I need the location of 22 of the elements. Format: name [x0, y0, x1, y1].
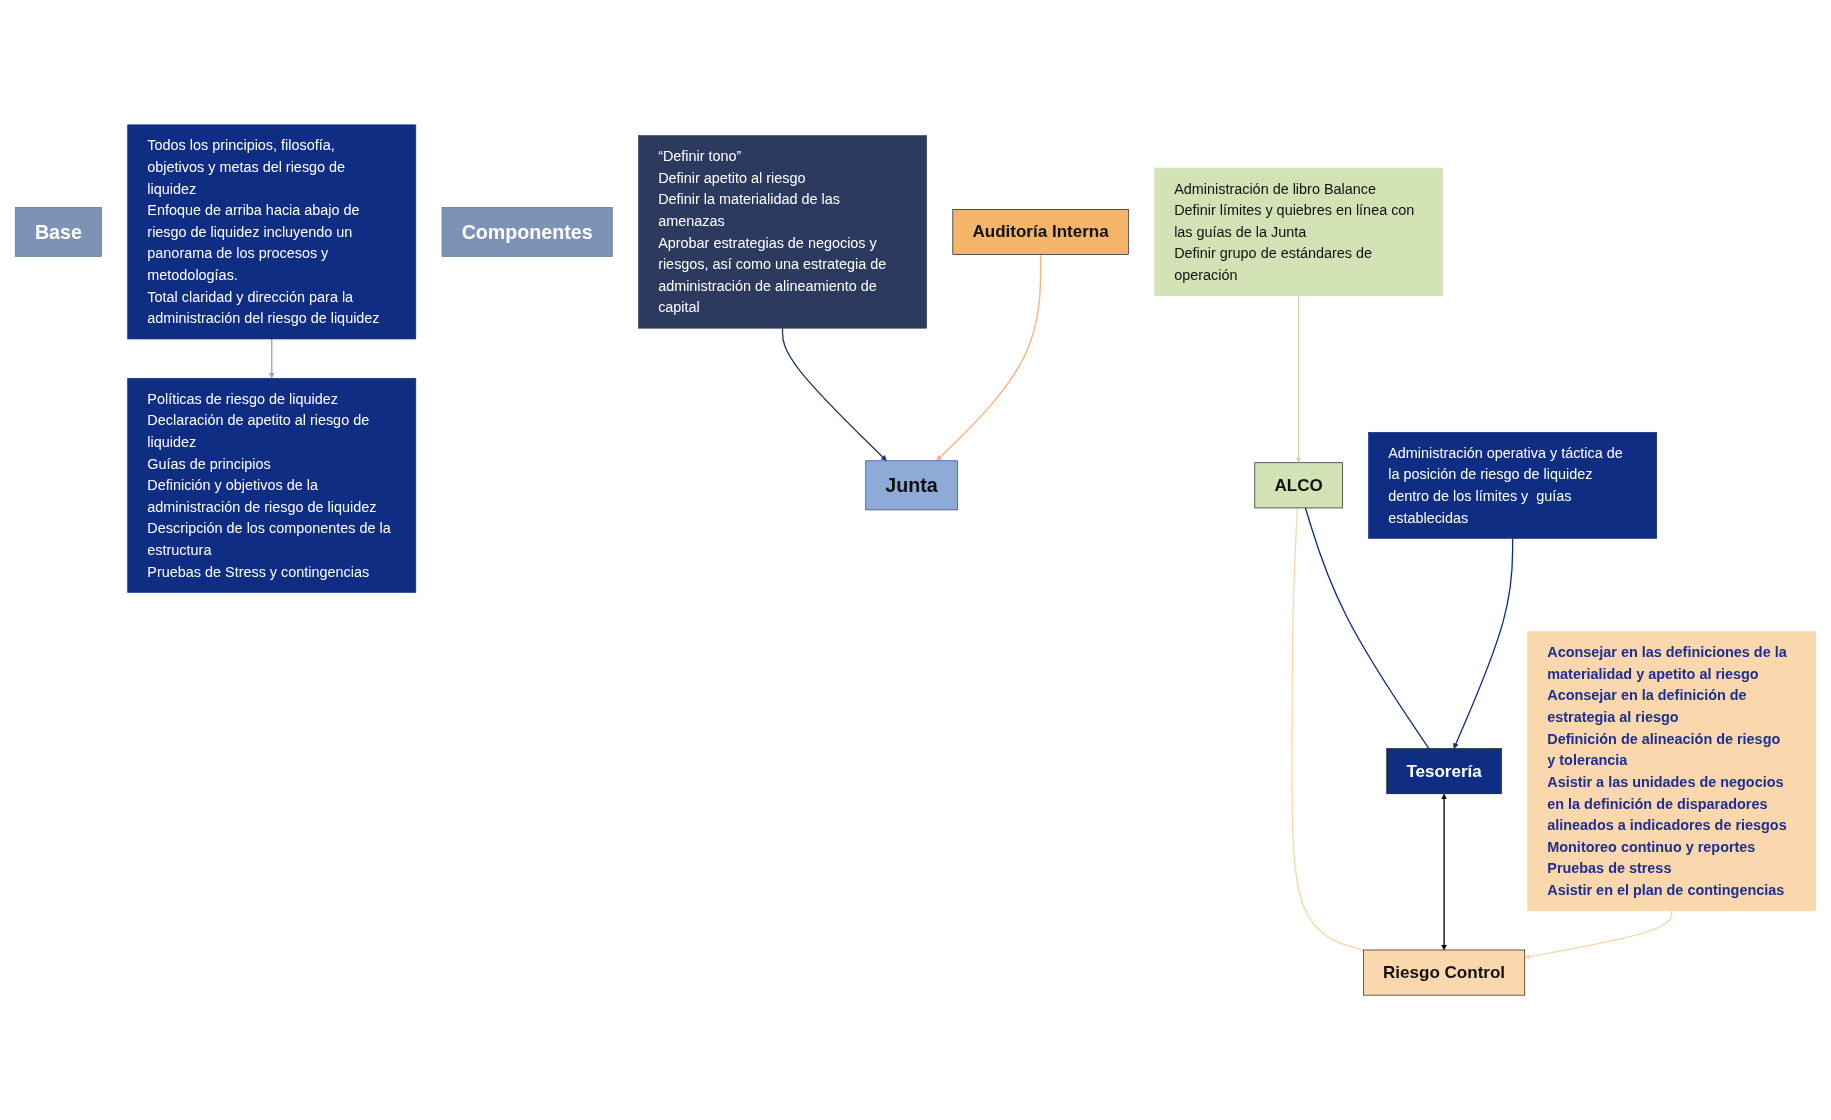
arrow [268, 338, 275, 379]
arrow [1524, 910, 1673, 960]
connector [1291, 507, 1365, 951]
node-box: Componentes [441, 207, 613, 257]
node-box: Todos los principios, filosofía, objetivos y metas del riesgo de liquidez Enfoque de arriba hacia abajo de riesgo de liquidez incluyendo un panorama de los procesos y metodologías. Total claridad y dirección para la administración del riesgo de liquidez [127, 124, 417, 340]
node-box: Administración operativa y táctica de la posición de riesgo de liquidez dentro de los límites y guías establecidas [1368, 431, 1657, 539]
arrow [1295, 295, 1302, 463]
node-box: ALCO [1254, 462, 1343, 509]
arrow [781, 327, 887, 462]
node-box: Base [14, 207, 102, 257]
arrow [936, 253, 1042, 462]
node-box: Administración de libro Balance Definir límites y quiebres en línea con las guías de la Junta Definir grupo de estándares de operación [1154, 167, 1443, 297]
node-box: Riesgo Control [1363, 949, 1526, 996]
connector [1304, 507, 1430, 750]
node-box: Aconsejar en las definiciones de la materialidad y apetito al riesgo Aconsejar en la definición de estrategia al riesgo Definición de alineación de riesgo y tolerancia Asistir a las unidades de negocios en la definición de disparadores alineados a indicadores de riesgos Monitoreo continuo y reportes Pruebas de stress Asistir en el plan de contingencias [1527, 631, 1817, 911]
node-box: “Definir tono” Definir apetito al riesgo Definir la materialidad de las amenazas Aprobar estrategias de negocios y riesgos, así como una estrategia de administración de alineamiento de capital [638, 135, 927, 329]
arrow [1453, 537, 1514, 749]
node-box: Auditoría Interna [952, 209, 1129, 255]
node-box: Políticas de riesgo de liquidez Declaración de apetito al riesgo de liquidez Guías de principios Definición y objetivos de la administración de riesgo de liquidez Descripción de los componentes de la estructura Pruebas de Stress y contingencias [127, 377, 417, 593]
node-box: Tesorería [1386, 748, 1502, 795]
arrow [1441, 793, 1447, 951]
node-box: Junta [865, 460, 958, 511]
